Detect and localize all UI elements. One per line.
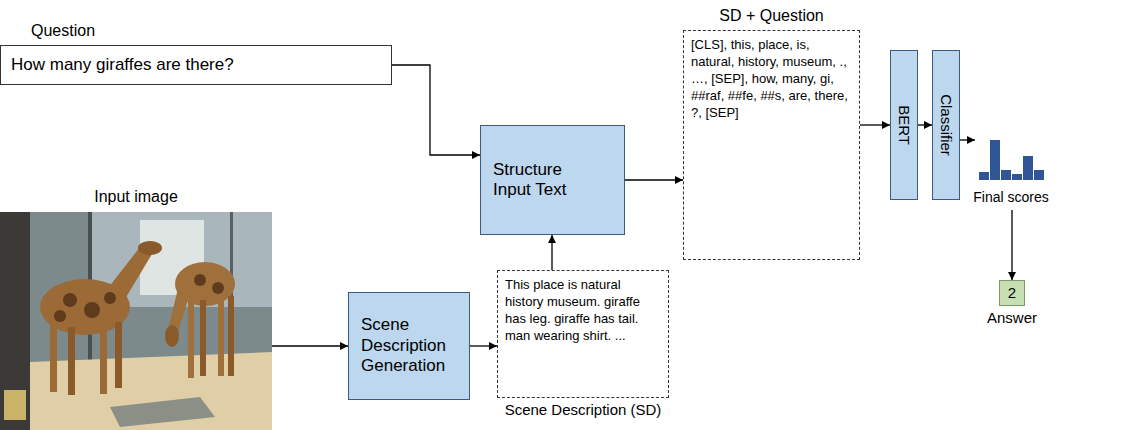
arrow-connector (625, 179, 683, 180)
answer-box: 2Answer (999, 280, 1025, 306)
photo-edge (0, 212, 30, 430)
chart-label: Final scores (973, 189, 1048, 206)
score-bar (1034, 170, 1044, 180)
answer-value: 2 (1008, 284, 1016, 302)
score-bar (979, 172, 989, 180)
giraffe-patch (54, 310, 66, 322)
score-chart: Final scores (975, 100, 1047, 208)
heading: SD + Question (719, 6, 824, 25)
arrow-connector (960, 139, 975, 140)
box-label: How many giraffes are there? (11, 55, 234, 75)
process-box: Scene Description Generation (348, 292, 470, 400)
model-box: Classifier (932, 50, 960, 200)
giraffe-leg (68, 327, 75, 395)
score-bar (1012, 174, 1022, 180)
arrow-connector (551, 235, 552, 270)
giraffe-patch (84, 302, 100, 318)
box-text: [CLS], this, place, is, natural, history… (691, 37, 852, 121)
giraffe-leg (228, 296, 234, 376)
description-box: This place is natural history museum. gi… (497, 270, 669, 398)
box-text: This place is natural history museum. gi… (505, 277, 661, 345)
model-box: BERT (890, 50, 918, 200)
giraffe-patch (104, 292, 116, 304)
photo-mat (110, 397, 215, 427)
vertical-label: BERT (895, 105, 913, 145)
arrow-connector (1011, 210, 1012, 280)
photo-wall (0, 212, 272, 430)
arrow-connector (392, 65, 480, 155)
score-bars (975, 100, 1047, 182)
question-box: QuestionHow many giraffes are there? (0, 45, 392, 85)
score-bar (990, 140, 1000, 180)
arrow-connector (918, 124, 932, 125)
giraffe-leg (115, 322, 122, 388)
vertical-label: Classifier (937, 94, 955, 156)
arrow-connector (272, 345, 348, 346)
giraffe-patch (63, 293, 77, 307)
giraffe-head (138, 241, 162, 255)
caption: Scene Description (SD) (505, 401, 662, 419)
input-photo (0, 212, 272, 430)
heading: Input image (94, 187, 178, 206)
heading: Question (31, 21, 95, 40)
caption: Answer (987, 309, 1037, 327)
token-box: SD + Question[CLS], this, place, is, nat… (683, 30, 860, 260)
giraffe-leg (200, 300, 206, 376)
giraffe-patch (212, 282, 224, 294)
process-box: Structure Input Text (480, 125, 625, 235)
image-frame: Input image (0, 212, 272, 430)
giraffe-leg (218, 298, 224, 376)
score-bar (1023, 156, 1033, 180)
arrow-connector (860, 124, 890, 125)
giraffe-patch (194, 274, 206, 286)
giraffe-leg (100, 324, 107, 394)
box-label: Structure Input Text (493, 160, 585, 201)
photo-floor (30, 352, 272, 430)
arrow-connector (470, 345, 497, 346)
score-bar (1001, 170, 1011, 180)
giraffe-leg (188, 298, 194, 378)
box-label: Scene Description Generation (361, 315, 457, 376)
giraffe-head (165, 325, 179, 347)
photo-book (4, 390, 26, 420)
giraffe-neck (105, 247, 152, 304)
giraffe-leg (50, 322, 57, 392)
